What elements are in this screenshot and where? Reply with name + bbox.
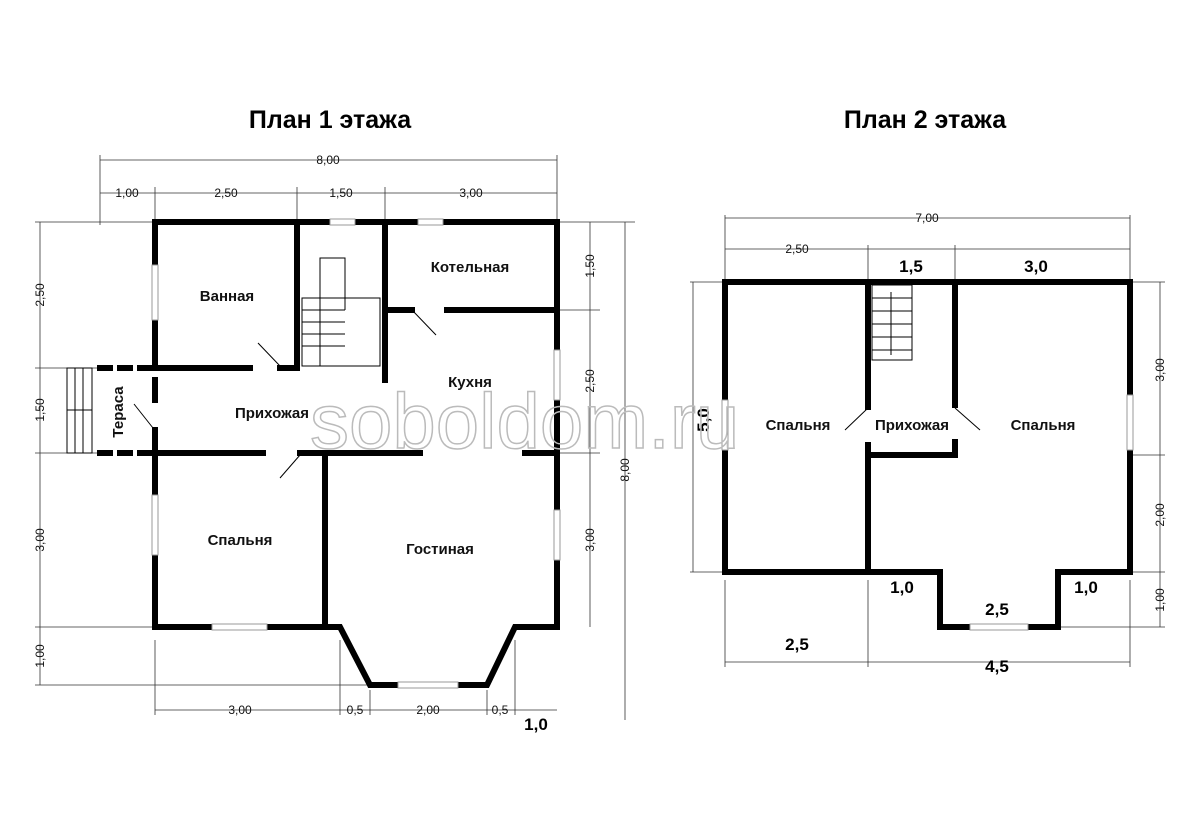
room-terrace: Тераса [110,386,127,438]
room-bathroom: Ванная [200,288,254,305]
dim-label: 2,00 [1153,503,1167,527]
plan1-dimensions: 8,00 1,00 2,50 1,50 3,00 2,50 1,50 3,00 … [33,153,635,734]
dim-label: 1,00 [115,186,139,200]
plan1-walls [66,218,561,689]
room-bedroom-left: Спальня [766,417,831,434]
dim-label: 4,5 [985,657,1009,676]
dim-label: 2,00 [416,703,440,717]
dim-label: 2,5 [785,635,809,654]
dim-label: 1,50 [583,254,597,278]
dim-label: 3,00 [33,528,47,552]
dim-label: 0,5 [492,703,509,717]
room-bedroom-right: Спальня [1011,417,1076,434]
dim-label: 1,00 [1153,588,1167,612]
dim-label: 2,50 [785,242,809,256]
room-bedroom: Спальня [208,532,273,549]
room-hallway: Прихожая [875,417,949,434]
dim-label: 5,0 [694,408,713,432]
dim-label: 1,0 [890,578,914,597]
dim-label: 7,00 [915,211,939,225]
dim-label: 8,00 [618,458,632,482]
dim-label: 2,50 [214,186,238,200]
plan2-walls [721,279,1134,631]
dim-label: 1,0 [524,715,548,734]
dim-label: 1,5 [899,257,923,276]
dim-label: 3,00 [228,703,252,717]
plan2-title: План 2 этажа [844,106,1007,134]
room-kitchen: Кухня [448,374,492,391]
dim-label: 1,50 [33,398,47,422]
dim-label: 1,0 [1074,578,1098,597]
room-hallway: Прихожая [235,405,309,422]
plan2-dimensions: 7,00 2,50 1,5 3,0 5,0 3,00 2,00 1,00 1,0… [690,211,1167,676]
dim-label: 3,00 [1153,358,1167,382]
dim-label: 8,00 [316,153,340,167]
dim-label: 2,5 [985,600,1009,619]
dim-label: 2,50 [33,283,47,307]
dim-label: 2,50 [583,369,597,393]
dim-label: 3,0 [1024,257,1048,276]
stairs-icon [871,284,913,361]
room-living: Гостиная [406,541,474,558]
watermark: soboldom.ru [310,377,739,465]
dim-label: 3,00 [583,528,597,552]
room-boiler: Котельная [431,259,510,276]
plan1-title: План 1 этажа [249,106,412,134]
dim-label: 1,00 [33,644,47,668]
dim-label: 0,5 [347,703,364,717]
dim-label: 1,50 [329,186,353,200]
dim-label: 3,00 [459,186,483,200]
